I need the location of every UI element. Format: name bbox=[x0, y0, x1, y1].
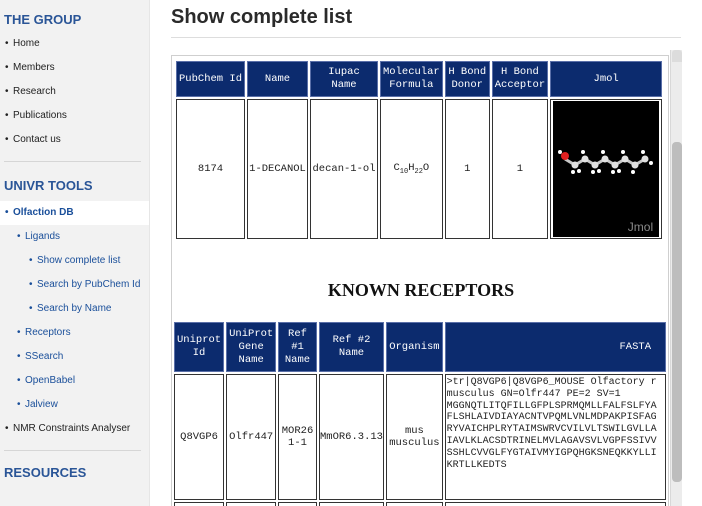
cell-empty bbox=[226, 502, 277, 506]
table-row bbox=[174, 502, 666, 506]
cell-organism: mus musculus bbox=[386, 374, 443, 500]
main-content: Show complete list PubChem Id Name Iupac… bbox=[158, 0, 702, 506]
nav-home-label: Home bbox=[13, 38, 40, 49]
tools-nav: •Olfaction DB •Ligands •Show complete li… bbox=[0, 201, 149, 441]
formula-h-count: 22 bbox=[414, 168, 423, 177]
cell-jmol: Jmol bbox=[550, 99, 663, 239]
table-row: 8174 1-DECANOL decan-1-ol C10H22O 1 1 bbox=[176, 99, 663, 239]
col-uniprot-id: Uniprot Id bbox=[174, 322, 225, 372]
nav-search-pubchem-label: Search by PubChem Id bbox=[37, 279, 141, 290]
nav-contact[interactable]: •Contact us bbox=[5, 134, 61, 145]
cell-name: 1-DECANOL bbox=[247, 99, 308, 239]
nav-ligands-label: Ligands bbox=[25, 231, 61, 242]
cell-empty bbox=[444, 502, 666, 506]
cell-hbond-acceptor: 1 bbox=[491, 99, 549, 239]
ligand-table-header: PubChem Id Name Iupac Name Molecular For… bbox=[176, 61, 663, 97]
nav-receptors[interactable]: •Receptors bbox=[17, 327, 71, 338]
title-divider bbox=[171, 37, 681, 38]
nav-ligands[interactable]: •Ligands bbox=[17, 231, 61, 242]
nav-search-pubchem[interactable]: •Search by PubChem Id bbox=[29, 279, 141, 290]
nav-research[interactable]: •Research bbox=[5, 86, 56, 97]
nav-publications[interactable]: •Publications bbox=[5, 110, 67, 121]
receptor-table-header: Uniprot Id UniProt Gene Name Ref #1 Name… bbox=[174, 322, 666, 372]
cell-fasta: >tr|Q8VGP6|Q8VGP6_MOUSE Olfactory r musc… bbox=[444, 374, 666, 500]
cell-iupac: decan-1-ol bbox=[310, 99, 378, 239]
nav-members-label: Members bbox=[13, 62, 55, 73]
col-ref1: Ref #1 Name bbox=[278, 322, 317, 372]
section-title-resources: RESOURCES bbox=[4, 465, 87, 480]
col-pubchem-id: PubChem Id bbox=[176, 61, 245, 97]
nav-ssearch[interactable]: •SSearch bbox=[17, 351, 64, 362]
scroll-thumb[interactable] bbox=[672, 142, 682, 482]
table-row: Q8VGP6 Olfr447 MOR261-1 MmOR6.3.13 mus m… bbox=[174, 374, 666, 500]
nav-show-complete-list-label: Show complete list bbox=[37, 255, 121, 266]
col-gene-name: UniProt Gene Name bbox=[226, 322, 277, 372]
nav-jalview[interactable]: •Jalview bbox=[17, 399, 58, 410]
nav-publications-label: Publications bbox=[13, 110, 67, 121]
nav-members[interactable]: •Members bbox=[5, 62, 55, 73]
col-ref2: Ref #2 Name bbox=[318, 322, 385, 372]
cell-formula: C10H22O bbox=[380, 99, 443, 239]
formula-o: O bbox=[422, 161, 430, 174]
nav-home[interactable]: •Home bbox=[5, 38, 40, 49]
sidebar-divider bbox=[4, 161, 141, 162]
col-organism: Organism bbox=[386, 322, 443, 372]
cell-empty bbox=[278, 502, 317, 506]
ligand-table: PubChem Id Name Iupac Name Molecular For… bbox=[174, 59, 664, 241]
cell-gene-name: Olfr447 bbox=[226, 374, 277, 500]
vertical-scrollbar[interactable] bbox=[670, 50, 682, 506]
col-name: Name bbox=[247, 61, 308, 97]
nav-search-name-label: Search by Name bbox=[37, 303, 112, 314]
molecule-icon bbox=[558, 150, 654, 174]
col-iupac-name: Iupac Name bbox=[310, 61, 378, 97]
col-fasta: FASTA bbox=[444, 322, 666, 372]
nav-openbabel-label: OpenBabel bbox=[25, 375, 76, 386]
col-hbond-acceptor: H Bond Acceptor bbox=[491, 61, 549, 97]
nav-research-label: Research bbox=[13, 86, 56, 97]
known-receptors-heading: KNOWN RECEPTORS bbox=[327, 280, 515, 300]
sidebar-divider-2 bbox=[4, 450, 141, 451]
nav-openbabel[interactable]: •OpenBabel bbox=[17, 375, 76, 386]
jmol-viewer[interactable]: Jmol bbox=[553, 101, 660, 237]
cell-ref1: MOR261-1 bbox=[278, 374, 317, 500]
nav-nmr[interactable]: •NMR Constraints Analyser bbox=[5, 423, 131, 434]
results-panel: PubChem Id Name Iupac Name Molecular For… bbox=[171, 55, 669, 506]
group-nav: •Home •Members •Research •Publications •… bbox=[0, 32, 149, 152]
col-molecular-formula: Molecular Formula bbox=[380, 61, 443, 97]
nav-contact-label: Contact us bbox=[13, 134, 61, 145]
page-title: Show complete list bbox=[171, 6, 353, 28]
cell-ref2: MmOR6.3.13 bbox=[318, 374, 385, 500]
cell-pubchem-id: 8174 bbox=[176, 99, 245, 239]
cell-empty bbox=[318, 502, 385, 506]
section-title-tools: UNIVR TOOLS bbox=[4, 178, 93, 193]
formula-c-count: 10 bbox=[399, 168, 409, 177]
nav-olfaction-db[interactable]: •Olfaction DB bbox=[0, 201, 149, 225]
receptor-table: Uniprot Id UniProt Gene Name Ref #1 Name… bbox=[172, 320, 668, 506]
formula-c: C bbox=[393, 161, 400, 174]
nav-receptors-label: Receptors bbox=[25, 327, 71, 338]
nav-jalview-label: Jalview bbox=[25, 399, 58, 410]
cell-hbond-donor: 1 bbox=[444, 99, 490, 239]
nav-olfaction-db-label: Olfaction DB bbox=[13, 207, 74, 218]
cell-empty bbox=[174, 502, 225, 506]
section-title-group: THE GROUP bbox=[4, 12, 82, 27]
nav-show-complete-list[interactable]: •Show complete list bbox=[29, 255, 121, 266]
nav-nmr-label: NMR Constraints Analyser bbox=[13, 423, 131, 434]
nav-search-name[interactable]: •Search by Name bbox=[29, 303, 112, 314]
sidebar: THE GROUP •Home •Members •Research •Publ… bbox=[0, 0, 150, 506]
col-jmol: Jmol bbox=[550, 61, 663, 97]
formula-h: H bbox=[408, 161, 415, 174]
jmol-label: Jmol bbox=[627, 220, 654, 234]
scroll-up-arrow-icon[interactable] bbox=[672, 50, 682, 62]
nav-ssearch-label: SSearch bbox=[25, 351, 64, 362]
cell-uniprot-id: Q8VGP6 bbox=[174, 374, 225, 500]
cell-empty bbox=[386, 502, 443, 506]
col-hbond-donor: H Bond Donor bbox=[444, 61, 490, 97]
